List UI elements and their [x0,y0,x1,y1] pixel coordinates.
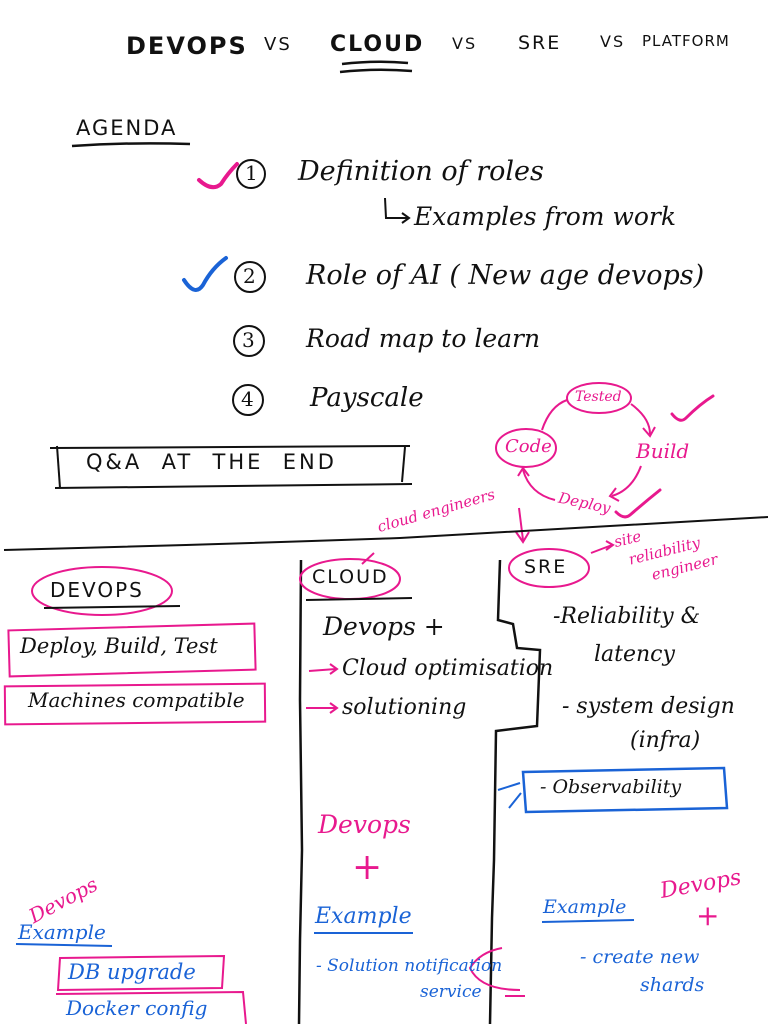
title-word-devops: DEVOPS [126,32,248,60]
agenda-item-2: Role of AI ( New age devops) [306,260,705,291]
sre-item-4: (infra) [630,728,701,753]
sre-plus-sign: + [696,899,720,932]
pink-check-build-icon [670,394,715,422]
sre-example-underline [541,919,635,923]
cloud-bullet-1: Cloud optimisation [342,656,554,681]
cycle-label-tested: Tested [575,389,622,405]
devops-oval [31,566,173,616]
num-circle-2 [234,261,266,293]
qa-note: Q&A AT THE END [86,450,337,474]
devops-example-heading: Example [18,920,106,944]
cloud-bullet-2: solutioning [342,695,467,720]
sre-item-1: -Reliability & [553,604,701,629]
sre-item-3: - system design [562,694,735,719]
sre-heading: SRE [524,556,568,578]
devops-example-item-2: Docker config [66,996,208,1020]
cloud-devops-plus: Devops [318,810,411,839]
num-circle-1 [236,159,266,189]
cycle-label-code: Code [505,436,552,457]
cloud-underline-1 [341,60,409,66]
sre-oval [508,548,590,588]
observability-box [521,766,729,814]
sre-example-heading: Example [543,896,627,918]
cloud-example-heading: Example [315,904,412,929]
arrow-deploy-code [522,469,556,501]
title-vs: VS [600,32,626,51]
arrow-to-sre [518,507,524,541]
agenda-sub-item: Examples from work [414,202,676,231]
arrow-build-deploy [611,465,642,497]
title-word-platform: PLATFORM [642,32,730,50]
sub-arrow-icon [384,197,408,219]
title-word-sre: SRE [518,32,562,54]
example-box-docker [55,990,247,1024]
agenda-item-1: Definition of roles [298,156,544,187]
devops-item-1: Deploy, Build, Test [20,634,218,658]
cloud-heading: CLOUD [312,566,389,588]
agenda-item-4: Payscale [310,383,424,413]
cloud-underline-2 [339,68,413,74]
cloud-example-item-line2: service [420,982,482,1002]
pink-check-icon [197,162,239,190]
title-word-cloud: CLOUD [330,32,425,57]
arrow-icon [308,668,337,672]
sre-observability: - Observability [540,776,682,798]
arrow-tested-build [630,403,651,435]
qa-box-top [49,445,411,449]
cycle-node-code [495,428,557,468]
num-circle-3 [233,325,265,357]
title-vs: VS [452,34,478,53]
agenda-item-3: Road map to learn [306,324,541,353]
agenda-num-4: 4 [241,387,254,411]
blue-check-icon [182,256,228,292]
column-divider-2 [488,559,542,1024]
devops-example-underline [15,943,113,947]
cycle-label-build: Build [636,439,690,463]
devops-heading: DEVOPS [50,578,144,602]
devops-example-item-1: DB upgrade [68,960,196,984]
agenda-num-3: 3 [242,328,255,352]
section-divider [3,516,768,551]
agenda-num-1: 1 [245,161,258,185]
devops-item-2: Machines compatible [28,688,245,712]
column-divider-1 [297,559,304,1024]
example-box-db [56,954,226,992]
qa-box-bottom [54,483,413,489]
pink-check-deploy-icon [614,488,662,519]
sre-item-2: latency [594,642,675,667]
cloud-plus-sign: + [352,847,383,888]
agenda-heading: AGENDA [76,116,178,140]
cloud-example-item-line1: - Solution notification [316,956,503,976]
agenda-num-2: 2 [243,264,256,288]
agenda-underline [71,142,191,148]
sre-example-item-line2: shards [640,974,705,996]
sre-example-item-line1: - create new [580,946,700,968]
title-vs: VS [264,34,292,55]
num-circle-4 [232,384,264,416]
cloud-line-1: Devops + [323,612,445,641]
pink-swirl [468,947,521,991]
arrow-code-tested [541,399,568,431]
cycle-node-tested [566,382,632,414]
